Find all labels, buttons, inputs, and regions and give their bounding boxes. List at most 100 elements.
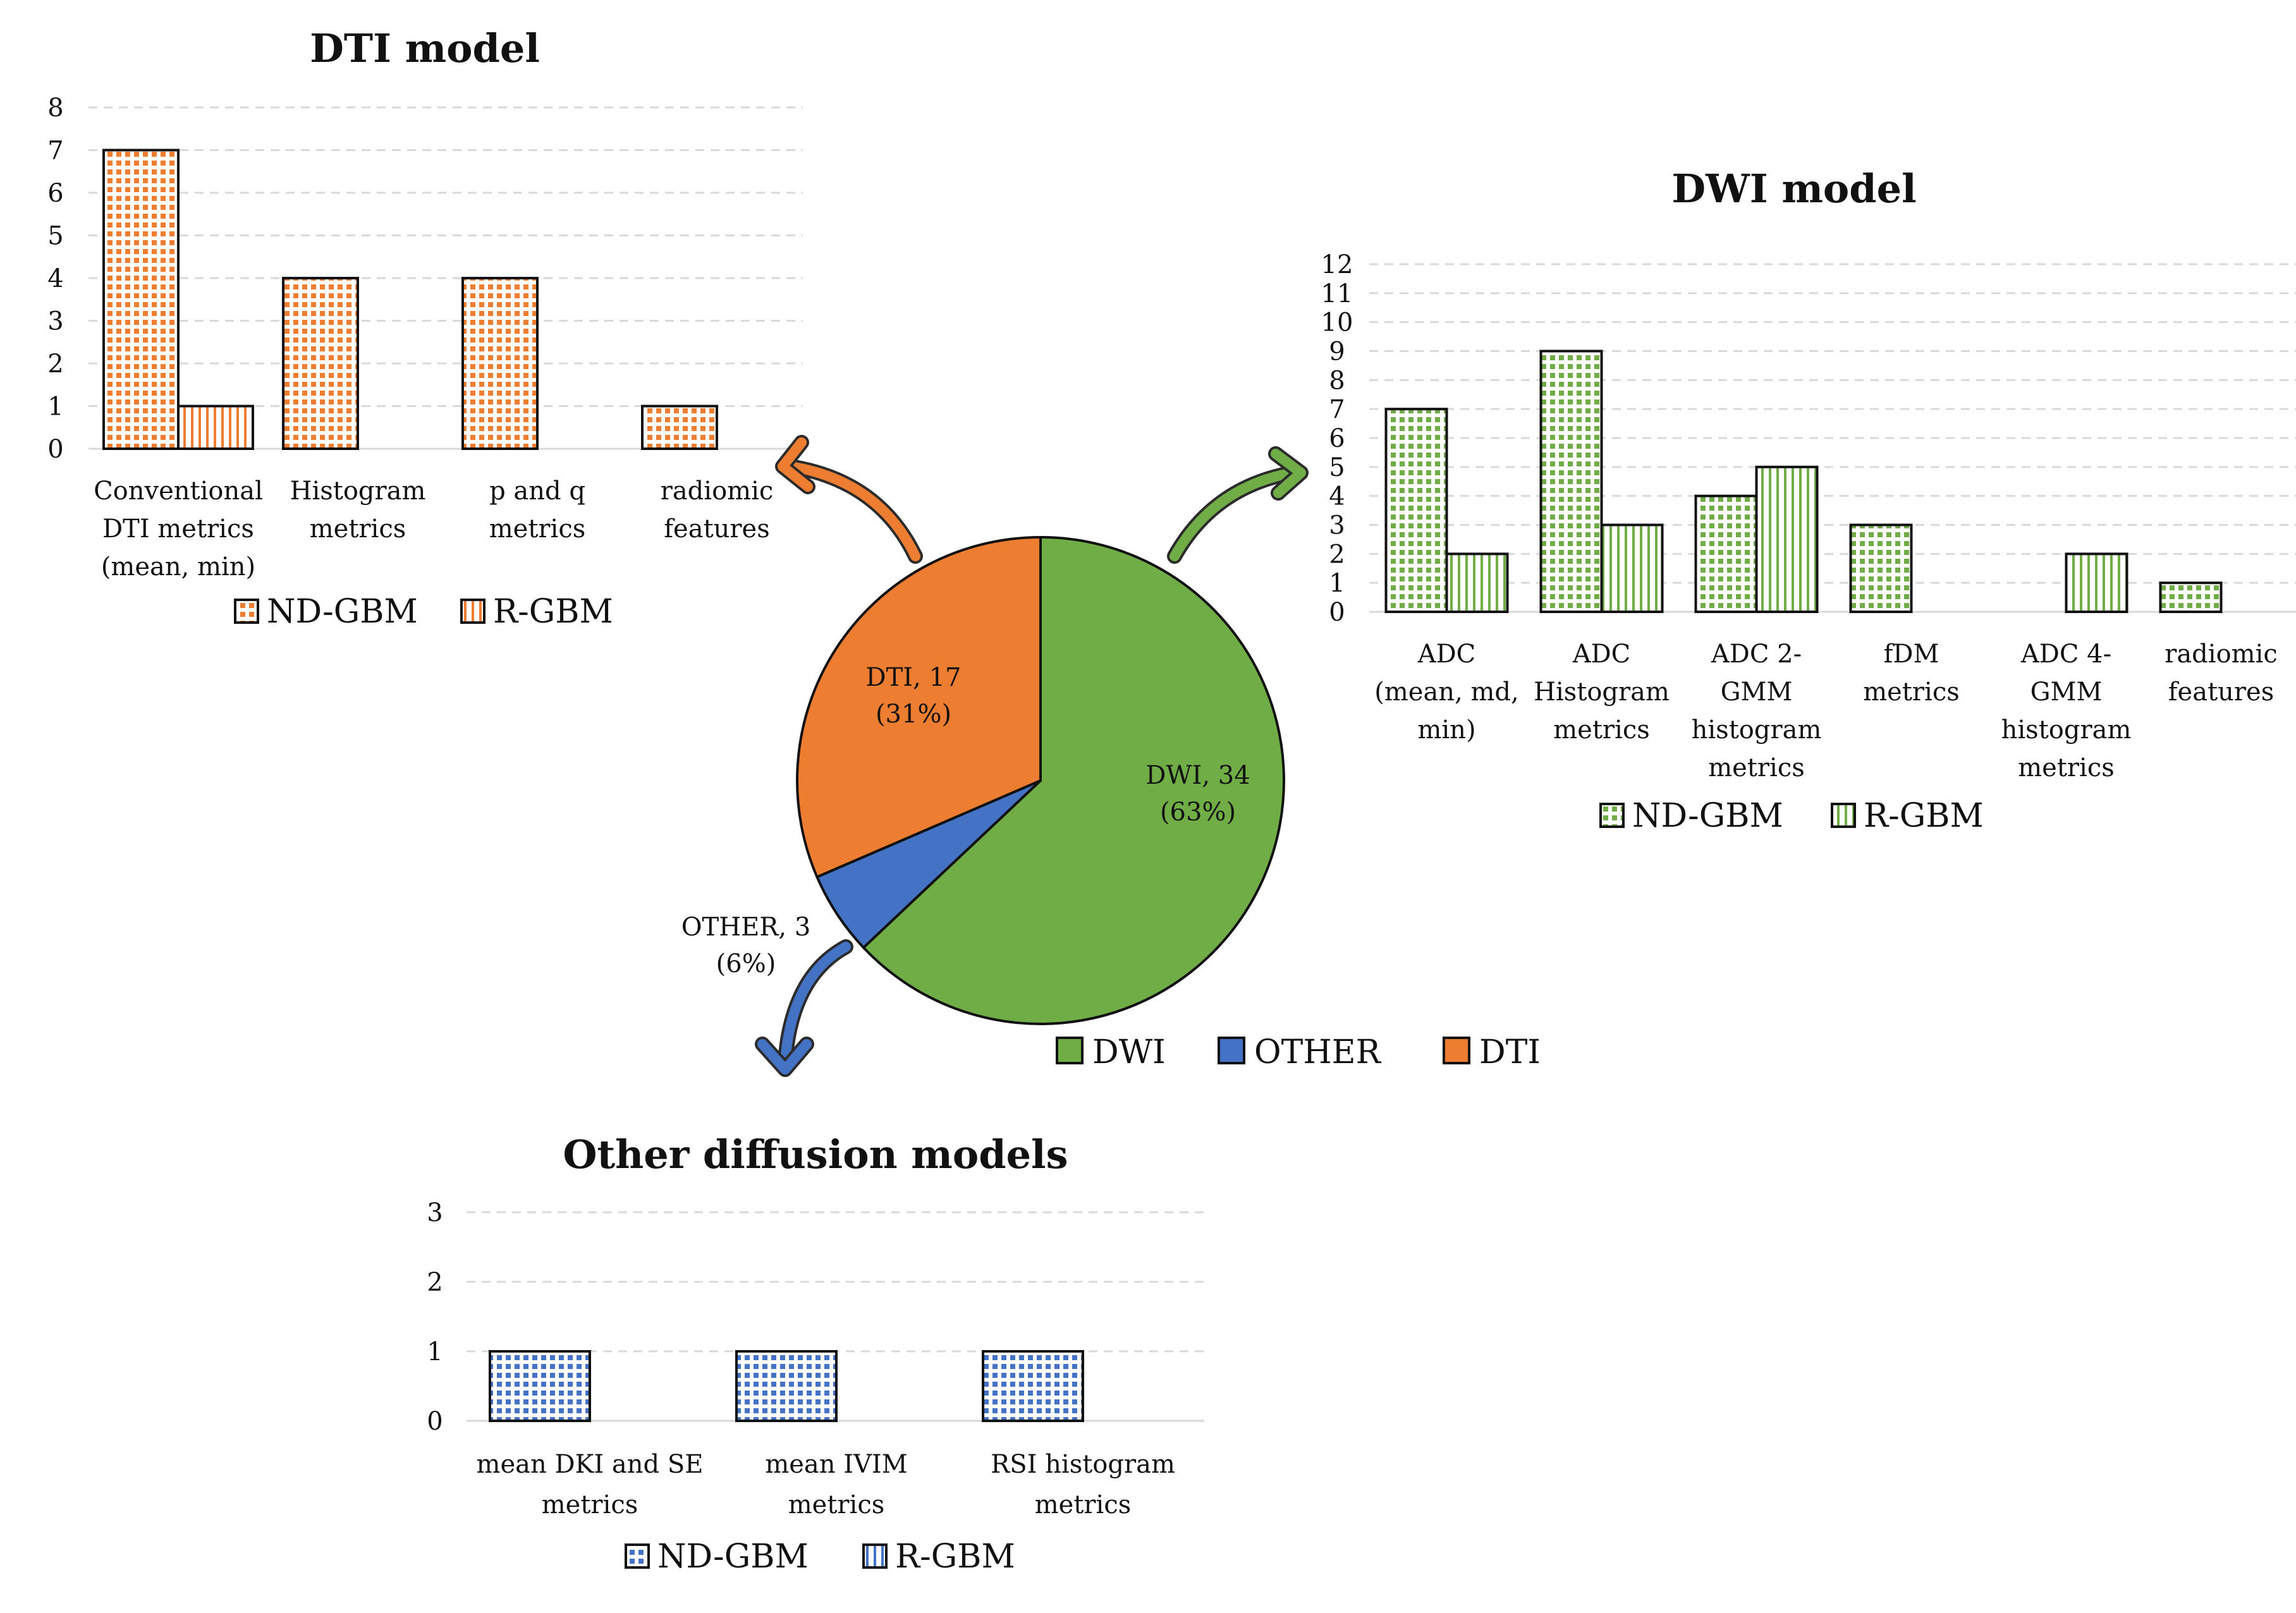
dti-category-label: Histogram xyxy=(290,477,426,506)
dwi-bar-r-gbm xyxy=(1445,552,1509,613)
other-category-label: mean DKI and SE xyxy=(477,1450,704,1479)
pie-data-label-dwi: (63%) xyxy=(1160,798,1236,827)
other-y-tick-label: 3 xyxy=(427,1198,443,1227)
other-category-label: metrics xyxy=(788,1490,885,1519)
dti-category-label: metrics xyxy=(310,514,406,544)
other-y-tick-label: 2 xyxy=(427,1268,443,1297)
dwi-legend-label: R-GBM xyxy=(1864,797,1984,835)
pie-legend-label: OTHER xyxy=(1254,1033,1382,1071)
pie-slice-other xyxy=(815,779,1042,950)
pie-slices xyxy=(796,535,1285,1025)
dwi-bar-r-gbm xyxy=(1755,465,1819,613)
dwi-y-tick-label: 8 xyxy=(1329,366,1345,395)
pie-data-label-dti: DTI, 17 xyxy=(866,663,962,692)
dwi-arrow-outline xyxy=(1167,465,1300,564)
dti-legend-label: R-GBM xyxy=(493,593,613,631)
other-bar-nd-gbm xyxy=(982,1350,1084,1422)
dti-chart-title: DTI model xyxy=(310,25,540,71)
dwi-bar-nd-gbm xyxy=(1384,408,1448,614)
dwi-y-tick-label: 1 xyxy=(1329,569,1345,598)
connector-arrows xyxy=(755,435,1309,1077)
dwi-legend-swatch-nd-gbm xyxy=(1599,803,1625,828)
dwi-category-label: GMM xyxy=(2030,678,2103,707)
dwi-y-tick-label: 12 xyxy=(1321,250,1353,279)
dwi-category-label: ADC xyxy=(1572,640,1631,669)
dwi-y-tick-label: 7 xyxy=(1329,395,1345,424)
pie-data-label-dwi: DWI, 34 xyxy=(1145,761,1250,790)
dti-category-label: features xyxy=(664,514,769,544)
dwi-bar-r-gbm xyxy=(1600,523,1664,613)
dwi-y-tick-label: 2 xyxy=(1329,540,1345,569)
dwi-category-label: radiomic xyxy=(2165,640,2278,669)
other-category-label: mean IVIM xyxy=(765,1450,907,1479)
dti-bar-nd-gbm xyxy=(641,405,718,450)
dti-category-label: metrics xyxy=(489,514,586,544)
pie-legend-label: DTI xyxy=(1479,1033,1541,1071)
other-bar-nd-gbm xyxy=(489,1350,591,1422)
other-arrowhead xyxy=(757,1039,812,1074)
dwi-category-labels: ADC(mean, md,min)ADCHistogrammetricsADC … xyxy=(1374,640,2278,782)
dwi-bar-nd-gbm xyxy=(1539,350,1603,613)
pie-legend-swatch-dwi xyxy=(1056,1037,1084,1064)
dti-legend-swatch-r-gbm xyxy=(460,599,485,624)
dwi-arrow xyxy=(1169,468,1298,561)
dwi-category-label: ADC 2- xyxy=(1711,640,1802,669)
dti-bar-nd-gbm xyxy=(282,277,359,450)
dti-bar-nd-gbm xyxy=(461,277,539,450)
other-category-label: metrics xyxy=(1035,1490,1132,1519)
dwi-category-label: metrics xyxy=(1553,715,1650,745)
other-legend-swatch-r-gbm xyxy=(862,1543,888,1569)
dwi-bars xyxy=(1384,350,2223,614)
other-bars xyxy=(489,1350,1084,1422)
dwi-y-tick-label: 5 xyxy=(1329,453,1345,482)
other-category-label: metrics xyxy=(542,1490,638,1519)
pie-slice-dti xyxy=(796,535,1042,879)
pie-legend-label: DWI xyxy=(1092,1033,1166,1071)
dti-legend-label: ND-GBM xyxy=(267,593,418,631)
dti-y-tick-label: 8 xyxy=(47,94,63,123)
dti-category-label: DTI metrics xyxy=(102,514,254,544)
dwi-category-label: ADC 4- xyxy=(2020,640,2111,669)
dti-y-tick-label: 3 xyxy=(47,307,63,336)
pie-legend-swatch-other xyxy=(1218,1037,1245,1064)
dwi-y-tick-label: 11 xyxy=(1321,279,1353,308)
dwi-bar-nd-gbm xyxy=(1694,494,1758,614)
dti-bar-r-gbm xyxy=(177,405,254,450)
dwi-y-tick-label: 10 xyxy=(1321,308,1353,338)
other-legend-label: ND-GBM xyxy=(657,1538,809,1576)
dti-category-label: Conventional xyxy=(94,477,263,506)
dti-category-label: radiomic xyxy=(661,477,774,506)
dwi-y-tick-label: 4 xyxy=(1329,482,1345,511)
dwi-bar-nd-gbm xyxy=(2159,581,2223,614)
dti-category-label: p and q xyxy=(489,477,585,506)
dti-arrow xyxy=(785,461,920,561)
dwi-category-label: Histogram xyxy=(1534,678,1670,707)
pie-legend: DWI OTHER DTI xyxy=(1056,1033,1541,1071)
pie-labels: DWI, 34(63%)OTHER, 3(6%)DTI, 17(31%) xyxy=(681,663,1250,978)
dwi-gridlines xyxy=(1369,263,2296,613)
pie-legend-swatch-dti xyxy=(1443,1037,1470,1064)
pie-chart: DWI, 34(63%)OTHER, 3(6%)DTI, 17(31%) DWI… xyxy=(681,535,1541,1071)
other-y-tick-label: 0 xyxy=(427,1407,443,1436)
dwi-chart-title: DWI model xyxy=(1671,166,1916,212)
dwi-category-label: metrics xyxy=(2018,753,2115,782)
dti-bars xyxy=(102,149,718,450)
dti-y-tick-label: 5 xyxy=(47,222,63,251)
dwi-category-label: metrics xyxy=(1863,678,1960,707)
dwi-category-label: features xyxy=(2168,678,2274,707)
dwi-category-label: (mean, md, xyxy=(1374,678,1519,707)
dti-legend: ND-GBM R-GBM xyxy=(234,593,613,631)
dwi-category-label: histogram xyxy=(1692,715,1822,745)
dwi-legend-label: ND-GBM xyxy=(1632,797,1783,835)
dwi-y-tick-label: 0 xyxy=(1329,598,1345,627)
dwi-y-tick-label: 9 xyxy=(1329,338,1345,367)
